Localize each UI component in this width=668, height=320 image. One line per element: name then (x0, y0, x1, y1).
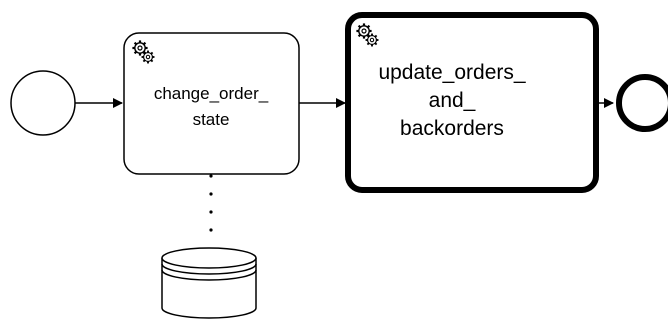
task-1-box (123, 32, 300, 175)
data-store-icon (161, 247, 257, 319)
task-change-order-state: change_order_ state (123, 32, 300, 175)
start-event (10, 70, 76, 136)
end-event (616, 74, 668, 132)
task-1-label-line-2: state (193, 110, 230, 129)
task-2-label-line-2: and_ (429, 89, 476, 112)
task-1-label-line-1: change_order_ (154, 84, 269, 103)
task-2-label-line-3: backorders (400, 117, 504, 140)
data-association-dots (209, 174, 213, 232)
task-update-orders-and-backorders: update_orders_ and_ backorders (345, 12, 599, 193)
task-2-label-line-1: update_orders_ (378, 61, 525, 84)
